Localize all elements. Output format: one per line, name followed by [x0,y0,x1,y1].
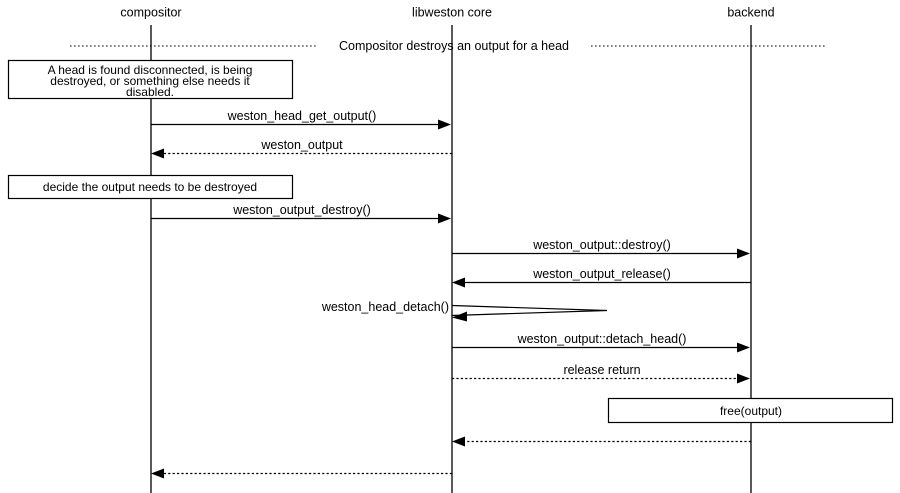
arrowhead-right-icon [737,342,750,353]
message-label-release-return: release return [563,363,640,377]
arrowhead-left-icon [151,468,164,479]
arrowhead-right-icon [737,248,750,259]
arrowhead-right-icon [438,119,451,130]
arrowhead-left-icon [452,277,465,288]
arrowhead-left-icon [452,436,465,447]
message-weston-output-colon-destroy[interactable]: weston_output::destroy() [452,238,750,259]
divider-compositor-destroys-output: Compositor destroys an output for a head [70,39,826,53]
message-weston-output-release[interactable]: weston_output_release() [452,267,751,288]
actor-header-backend[interactable]: backend [727,5,774,19]
message-weston-output-detach-head[interactable]: weston_output::detach_head() [452,332,750,353]
actor-label-backend: backend [727,5,774,19]
note-head-disconnected: A head is found disconnected, is being d… [7,59,294,100]
message-weston-head-get-output[interactable]: weston_head_get_output() [151,109,451,130]
message-release-return[interactable]: release return [452,363,750,384]
actor-label-libweston-core: libweston core [412,5,492,19]
arrowhead-left-icon [151,148,164,159]
message-backend-return[interactable] [452,436,751,447]
note-free-output-line-1: free(output) [720,404,782,418]
note-head-disconnected-line-3: disabled. [126,85,174,99]
arrowhead-right-icon [438,213,451,224]
message-label-weston-head-detach: weston_head_detach() [321,300,449,314]
note-free-output: free(output) [607,397,894,424]
message-weston-output[interactable]: weston_output [151,138,452,159]
message-core-return[interactable] [151,468,452,479]
message-label-weston-output-release: weston_output_release() [532,267,671,281]
note-decide-destroy-box [7,174,294,200]
message-label-weston-output-destroy: weston_output_destroy() [232,203,371,217]
arrowhead-left-icon [452,311,467,322]
actor-label-compositor: compositor [120,5,181,19]
note-head-disconnected-box [7,59,294,100]
message-weston-output-destroy[interactable]: weston_output_destroy() [151,203,451,224]
note-head-disconnected-line-2: destroyed, or something else needs it [50,74,250,88]
actor-header-libweston-core[interactable]: libweston core [412,5,492,19]
message-line-weston-head-detach-self [451,304,608,317]
divider-label: Compositor destroys an output for a head [339,39,569,53]
arrowhead-right-icon [737,373,750,384]
note-free-output-box [607,397,894,424]
note-head-disconnected-line-1: A head is found disconnected, is being [48,63,253,77]
note-decide-destroy-line-1: decide the output needs to be destroyed [43,180,257,194]
message-weston-head-detach[interactable]: weston_head_detach() [321,300,608,322]
message-label-weston-output-colon-destroy: weston_output::destroy() [532,238,671,252]
message-label-weston-output-detach-head: weston_output::detach_head() [517,332,687,346]
message-label-weston-head-get-output: weston_head_get_output() [227,109,377,123]
note-decide-destroy: decide the output needs to be destroyed [7,174,294,200]
actor-header-compositor[interactable]: compositor [120,5,181,19]
message-label-weston-output: weston_output [260,138,343,152]
